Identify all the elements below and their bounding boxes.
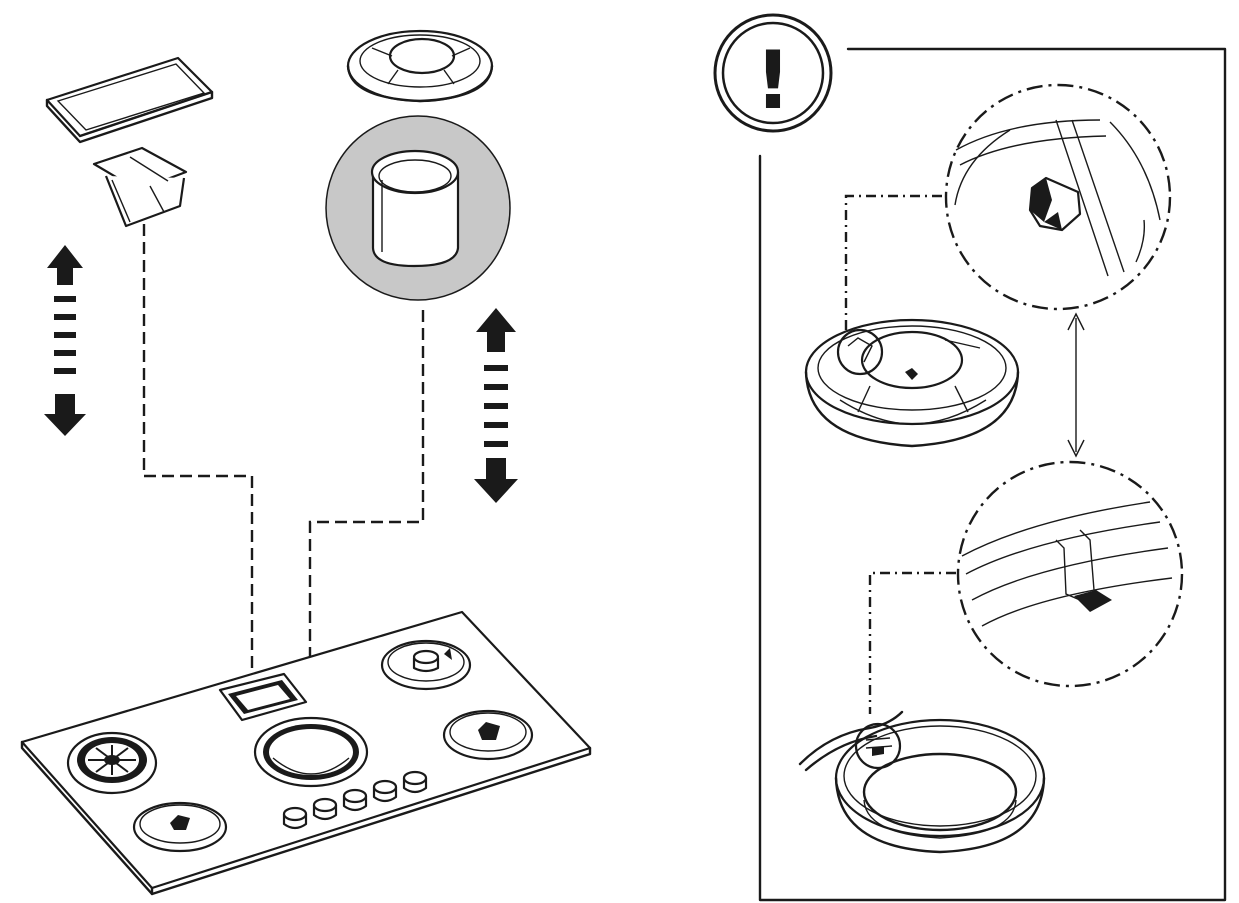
cooktop: [20, 610, 592, 896]
knob: [372, 779, 398, 803]
burner-cap: [346, 29, 494, 103]
knob: [282, 806, 308, 830]
burner-front-right: [442, 709, 534, 761]
correspondence-arrow-icon: [1067, 312, 1085, 458]
knob: [402, 770, 428, 794]
warning-icon: !: [713, 13, 833, 133]
arrow-up-down-icon: [44, 245, 86, 436]
detail-guide-line-top: [844, 194, 942, 332]
detail-guide-line-bottom: [868, 571, 956, 714]
burner-ring-detail: [798, 710, 1046, 854]
assembly-guide-lines: [142, 224, 425, 722]
highlighted-cylinder: [325, 115, 511, 301]
arrow-up-down-icon: [474, 308, 518, 503]
knob: [342, 788, 368, 812]
burner-back-left: [132, 801, 228, 853]
control-knobs: [282, 770, 428, 830]
filter-pad: [45, 56, 214, 144]
detail-zoom-cap-tab: [944, 83, 1172, 311]
grease-tray: [92, 146, 188, 228]
warning-panel: [758, 47, 1227, 902]
burner-cap-detail: [804, 318, 1020, 448]
knob: [312, 797, 338, 821]
detail-zoom-ring-notch: [956, 460, 1184, 688]
warning-symbol: !: [755, 34, 791, 127]
tray-slot: [218, 672, 308, 722]
burner-front-left: [66, 731, 158, 795]
burner-back-right: [380, 639, 472, 691]
central-extraction-opening: [253, 716, 369, 788]
